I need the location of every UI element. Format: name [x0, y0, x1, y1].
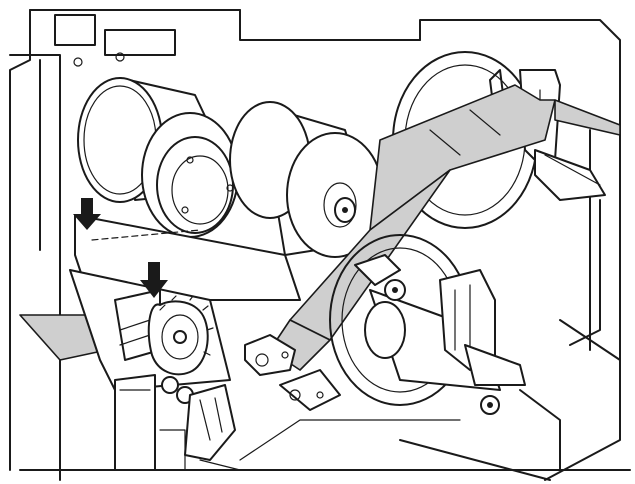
ribbon-supply-roll	[229, 101, 384, 258]
ribbon-rewind-spindle	[329, 234, 526, 415]
lower-mechanism	[114, 374, 241, 471]
arrow-icon	[73, 198, 101, 230]
ribbon-path	[269, 84, 621, 371]
label-roll	[77, 77, 241, 238]
arrow-icon	[140, 262, 168, 298]
print-head-assembly	[69, 269, 341, 411]
